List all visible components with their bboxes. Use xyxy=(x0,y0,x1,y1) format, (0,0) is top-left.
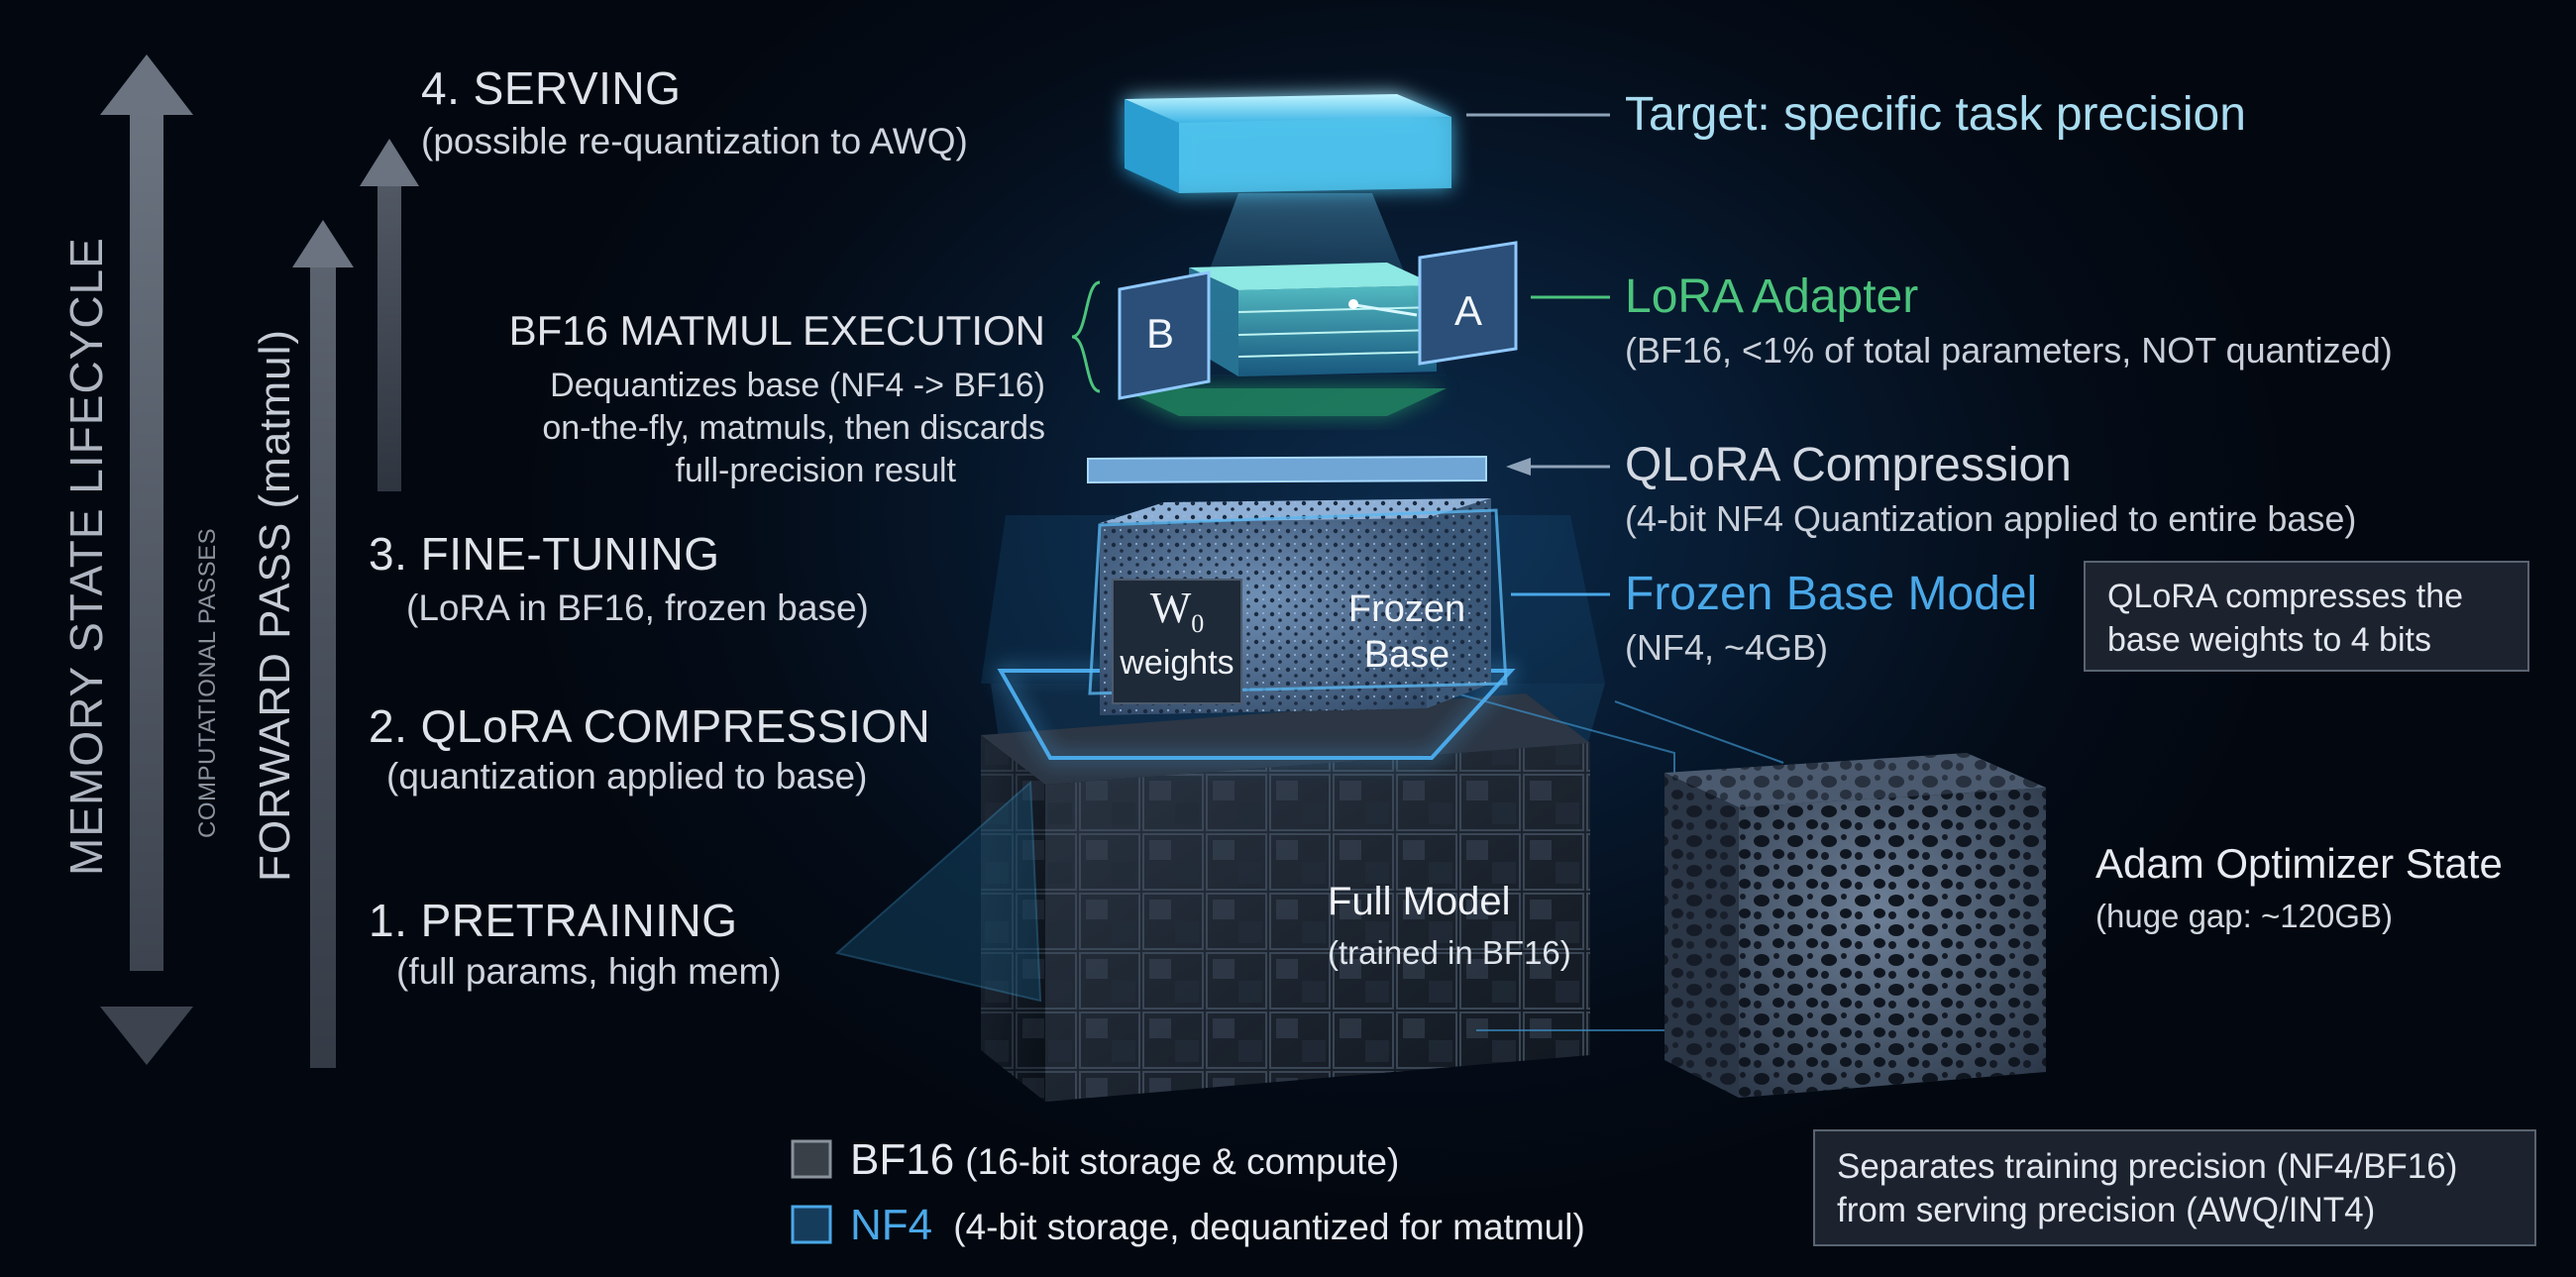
target-callout: Target: specific task precision xyxy=(1625,88,2246,141)
full-model-label: Full Model xyxy=(1328,880,1511,923)
memory-lifecycle-label: MEMORY STATE LIFECYCLE xyxy=(60,237,112,876)
stage-finetuning-subtitle: (LoRA in BF16, frozen base) xyxy=(406,587,869,628)
w0-weights-label: weights xyxy=(1120,644,1234,682)
legend-nf4: NF4 (4-bit storage, dequantized for matm… xyxy=(850,1201,1585,1250)
w0-symbol: W0 xyxy=(1149,584,1205,638)
matmul-line-3: full-precision result xyxy=(675,452,956,489)
memory-lifecycle-arrow xyxy=(100,54,193,1065)
lora-adapter-subtitle: (BF16, <1% of total parameters, NOT quan… xyxy=(1625,330,2393,371)
frozen-base-line-1: Frozen xyxy=(1347,588,1466,630)
frozen-base-line-2: Base xyxy=(1363,634,1450,676)
precision-note-box: Separates training precision (NF4/BF16) … xyxy=(1813,1129,2536,1246)
lora-adapter-title: LoRA Adapter xyxy=(1625,270,1919,323)
full-model-cube xyxy=(981,693,1590,1102)
w0-weights-block xyxy=(1112,579,1242,704)
lora-adapter-stack xyxy=(1118,241,1518,416)
qlora-note-line-2: base weights to 4 bits xyxy=(2107,621,2431,659)
stage-serving-title: 4. SERVING xyxy=(421,62,682,114)
serving-arrow xyxy=(360,139,419,491)
legend-bf16-desc: (16-bit storage & compute) xyxy=(965,1141,1400,1182)
adapter-a-label: A xyxy=(1454,287,1483,334)
precision-note-line-1: Separates training precision (NF4/BF16) xyxy=(1837,1147,2458,1186)
qlora-note-box: QLoRA compresses the base weights to 4 b… xyxy=(2084,561,2529,672)
stage-compression-title: 2. QLoRA COMPRESSION xyxy=(369,700,931,752)
leader-lines xyxy=(1071,113,1610,596)
stage-finetuning-title: 3. FINE-TUNING xyxy=(369,528,720,580)
matmul-line-2: on-the-fly, matmuls, then discards xyxy=(542,409,1045,447)
matmul-description: Dequantizes base (NF4 -> BF16) on-the-fl… xyxy=(436,365,1045,492)
qlora-note-line-1: QLoRA compresses the xyxy=(2107,578,2464,615)
frozen-base-model-subtitle: (NF4, ~4GB) xyxy=(1625,627,1829,668)
stage-serving-subtitle: (possible re-quantization to AWQ) xyxy=(421,121,968,161)
frozen-base-label: Frozen Base xyxy=(1328,586,1486,678)
qlora-compression-subtitle: (4-bit NF4 Quantization applied to entir… xyxy=(1625,498,2357,539)
adapter-b-panel xyxy=(1118,270,1211,400)
matmul-line-1: Dequantizes base (NF4 -> BF16) xyxy=(550,367,1045,404)
forward-pass-label: FORWARD PASS (matmul) xyxy=(251,328,299,882)
forward-pass-arrow xyxy=(292,220,354,1068)
legend-bf16-label: BF16 xyxy=(850,1135,955,1184)
qlora-compression-plate xyxy=(1087,455,1487,484)
frozen-base-cube xyxy=(997,498,1516,760)
adapter-b-label: B xyxy=(1146,310,1175,357)
qlora-compression-title: QLoRA Compression xyxy=(1625,439,2072,491)
matmul-title: BF16 MATMUL EXECUTION xyxy=(508,307,1045,354)
computational-passes-label: COMPUTATIONAL PASSES xyxy=(194,527,221,838)
legend-nf4-desc: (4-bit storage, dequantized for matmul) xyxy=(953,1207,1585,1247)
adam-optimizer-title: Adam Optimizer State xyxy=(2095,840,2503,887)
bf16-swatch xyxy=(791,1139,832,1179)
precision-note-line-2: from serving precision (AWQ/INT4) xyxy=(1837,1191,2376,1229)
target-plate xyxy=(1125,94,1451,193)
stage-pretraining-subtitle: (full params, high mem) xyxy=(396,951,782,992)
nf4-swatch xyxy=(791,1205,832,1244)
legend-nf4-label: NF4 xyxy=(850,1201,933,1249)
stage-pretraining-title: 1. PRETRAINING xyxy=(369,895,738,946)
legend-bf16: BF16 (16-bit storage & compute) xyxy=(850,1135,1399,1185)
frozen-base-model-title: Frozen Base Model xyxy=(1625,568,2038,620)
adapter-a-panel xyxy=(1418,241,1518,366)
adam-optimizer-subtitle: (huge gap: ~120GB) xyxy=(2095,898,2393,934)
full-model-sublabel: (trained in BF16) xyxy=(1328,934,1571,971)
adam-optimizer-sponge-cube xyxy=(1664,753,2046,1098)
stage-compression-subtitle: (quantization applied to base) xyxy=(386,756,868,797)
